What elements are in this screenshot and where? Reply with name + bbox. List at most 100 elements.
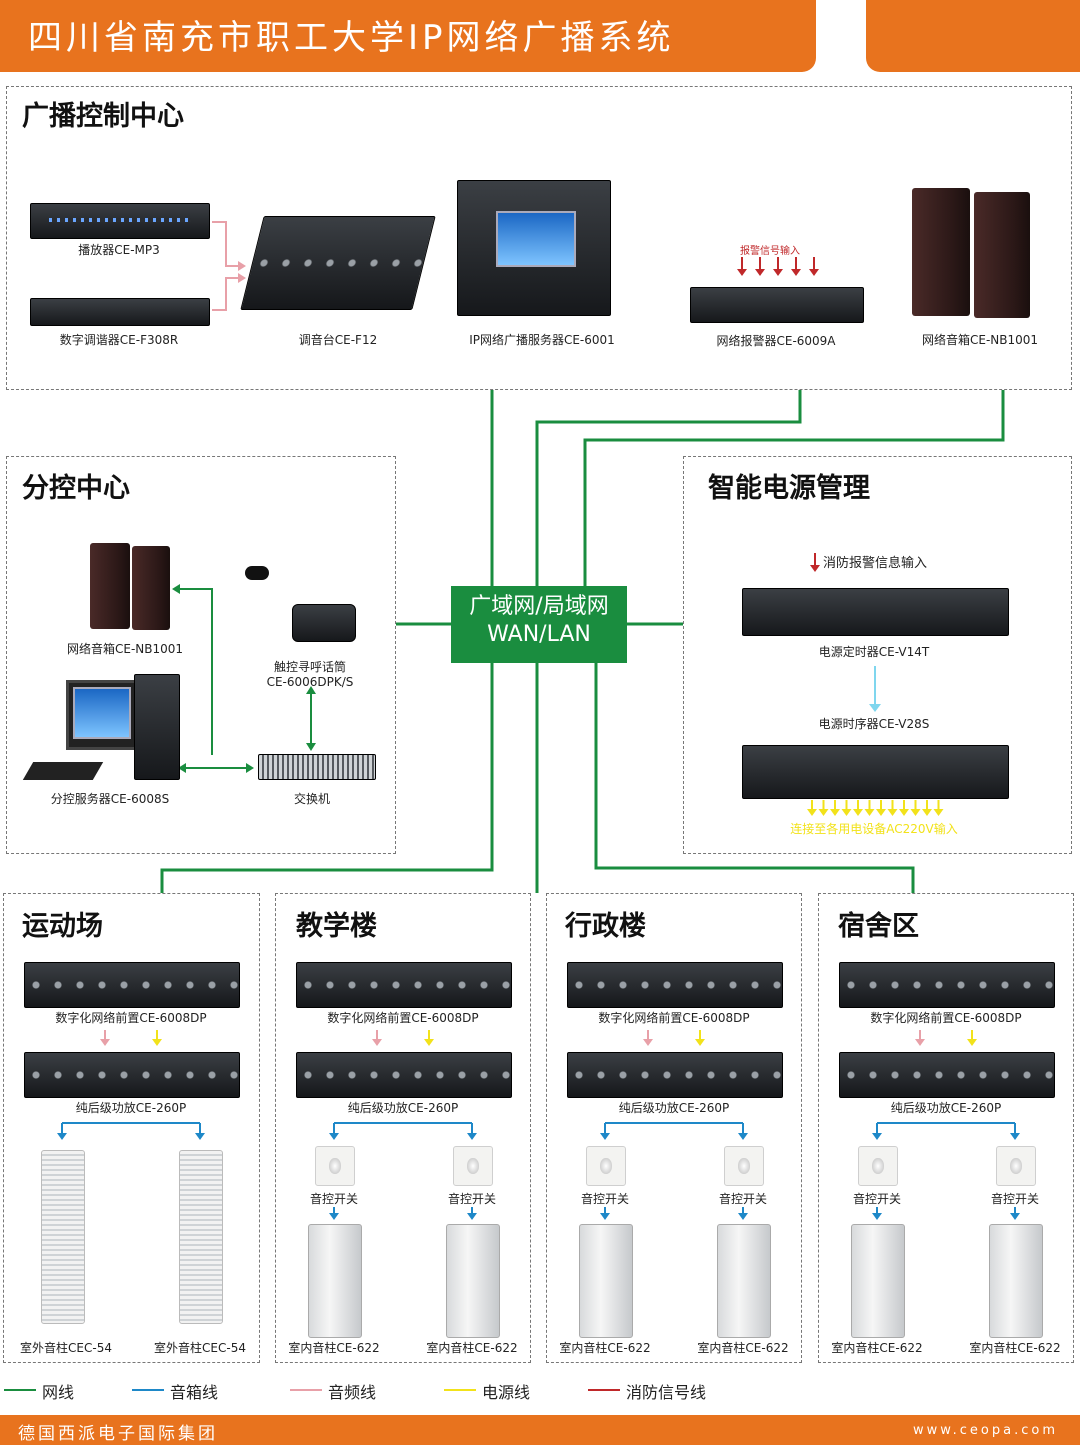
network-alarm-device <box>690 287 864 323</box>
amp-label-2: 纯后级功放CE-260P <box>618 1101 730 1115</box>
legend-swatch <box>132 1389 164 1391</box>
outdoor-col-label-right: 室外音柱CEC-54 <box>154 1341 246 1355</box>
paging-mic-label-1: 触控寻呼话筒 <box>273 660 347 674</box>
tuner-label: 数字调谐器CE-F308R <box>59 333 179 347</box>
wan-label-cn: 广域网/局域网 <box>469 594 609 619</box>
panel-title-admin: 行政楼 <box>565 911 646 942</box>
keyboard-device <box>22 762 104 780</box>
panel-power <box>683 456 1072 854</box>
amp-device-3 <box>839 1052 1055 1098</box>
legend-swatch <box>444 1389 476 1391</box>
legend-label: 音频线 <box>328 1383 377 1402</box>
panel-teaching <box>275 893 531 1363</box>
volume-switch-2-1 <box>724 1146 764 1186</box>
indoor-col-3-1 <box>989 1224 1043 1338</box>
tuner-device <box>30 298 210 326</box>
outdoor-col-left <box>41 1150 85 1324</box>
alarm-input-label: 报警信号输入 <box>740 246 800 257</box>
indoor-col-label-2-0: 室内音柱CE-622 <box>559 1341 651 1355</box>
mixer-label: 调音台CE-F12 <box>298 333 378 347</box>
legend-label: 网线 <box>42 1383 75 1402</box>
volume-label-2-0: 音控开关 <box>580 1192 630 1206</box>
page-title: 四川省南充市职工大学IP网络广播系统 <box>28 18 675 58</box>
indoor-col-label-3-1: 室内音柱CE-622 <box>969 1341 1061 1355</box>
panel-title-dorm: 宿舍区 <box>838 911 919 942</box>
fire-input-label: 消防报警信息输入 <box>823 556 928 571</box>
mic-head-icon <box>245 566 269 580</box>
network-switch-device <box>258 754 376 780</box>
legend-swatch <box>290 1389 322 1391</box>
panel-stadium <box>3 893 260 1363</box>
mp3-player-label: 播放器CE-MP3 <box>78 243 160 257</box>
legend-swatch <box>588 1389 620 1391</box>
indoor-col-1-0 <box>308 1224 362 1338</box>
volume-switch-2-0 <box>586 1146 626 1186</box>
legend-label: 消防信号线 <box>626 1383 707 1402</box>
switch-label: 交换机 <box>293 792 331 806</box>
volume-switch-3-0 <box>858 1146 898 1186</box>
preamp-device-3 <box>839 962 1055 1008</box>
power-sequencer-label: 电源时序器CE-V28S <box>818 717 930 731</box>
wan-lan-box: 广域网/局域网 WAN/LAN <box>451 586 627 663</box>
volume-label-1-1: 音控开关 <box>447 1192 497 1206</box>
net-line-speaker <box>583 390 1005 586</box>
preamp-device-0 <box>24 962 240 1008</box>
volume-switch-1-0 <box>315 1146 355 1186</box>
header-bar <box>0 0 816 72</box>
power-timer-label: 电源定时器CE-V14T <box>818 645 930 659</box>
net-line-dorm <box>594 663 915 893</box>
wan-label-en: WAN/LAN <box>487 622 591 648</box>
sub-speaker-label: 网络音箱CE-NB1001 <box>66 642 184 656</box>
preamp-label-1: 数字化网络前置CE-6008DP <box>327 1011 479 1025</box>
server-screen <box>496 211 576 267</box>
outdoor-col-label-left: 室外音柱CEC-54 <box>20 1341 112 1355</box>
amp-device-0 <box>24 1052 240 1098</box>
footer-bar <box>0 1415 1080 1445</box>
volume-switch-1-1 <box>453 1146 493 1186</box>
panel-sub-control <box>6 456 396 854</box>
header-accent <box>866 0 1080 72</box>
amp-label-0: 纯后级功放CE-260P <box>75 1101 187 1115</box>
indoor-col-2-0 <box>579 1224 633 1338</box>
sub-server-label: 分控服务器CE-6008S <box>50 792 170 806</box>
indoor-col-label-1-1: 室内音柱CE-622 <box>426 1341 518 1355</box>
speaker-left-device <box>912 188 970 316</box>
network-alarm-label: 网络报警器CE-6009A <box>716 334 836 348</box>
amp-device-2 <box>567 1052 783 1098</box>
ip-broadcast-server-label: IP网络广播服务器CE-6001 <box>469 333 615 347</box>
indoor-col-1-1 <box>446 1224 500 1338</box>
preamp-device-1 <box>296 962 512 1008</box>
legend-label: 电源线 <box>482 1383 531 1402</box>
paging-mic-label-2: CE-6006DPK/S <box>266 675 354 689</box>
volume-label-3-1: 音控开关 <box>990 1192 1040 1206</box>
amp-label-1: 纯后级功放CE-260P <box>347 1101 459 1115</box>
paging-mic-device <box>292 604 356 642</box>
preamp-label-2: 数字化网络前置CE-6008DP <box>598 1011 750 1025</box>
mp3-player-device <box>30 203 210 239</box>
outdoor-col-right <box>179 1150 223 1324</box>
panel-title-stadium: 运动场 <box>22 911 103 942</box>
panel-dorm <box>818 893 1074 1363</box>
sub-speaker-right-device <box>132 546 170 630</box>
power-timer-device <box>742 588 1009 636</box>
panel-title-power: 智能电源管理 <box>708 473 870 504</box>
company-name: 德国西派电子国际集团 <box>18 1424 218 1444</box>
speaker-right-device <box>974 192 1030 318</box>
amp-label-3: 纯后级功放CE-260P <box>890 1101 1002 1115</box>
website-url: www.ceopa.com <box>912 1423 1058 1438</box>
volume-label-1-0: 音控开关 <box>309 1192 359 1206</box>
indoor-col-label-1-0: 室内音柱CE-622 <box>288 1341 380 1355</box>
preamp-label-3: 数字化网络前置CE-6008DP <box>870 1011 1022 1025</box>
mixer-device <box>240 216 436 310</box>
indoor-col-label-3-0: 室内音柱CE-622 <box>831 1341 923 1355</box>
indoor-col-label-2-1: 室内音柱CE-622 <box>697 1341 789 1355</box>
volume-label-2-1: 音控开关 <box>718 1192 768 1206</box>
monitor-device <box>66 680 138 750</box>
indoor-col-3-0 <box>851 1224 905 1338</box>
amp-device-1 <box>296 1052 512 1098</box>
volume-switch-3-1 <box>996 1146 1036 1186</box>
preamp-device-2 <box>567 962 783 1008</box>
panel-title-sub: 分控中心 <box>22 473 130 504</box>
ac-connect-label: 连接至各用电设备AC220V输入 <box>790 822 958 836</box>
